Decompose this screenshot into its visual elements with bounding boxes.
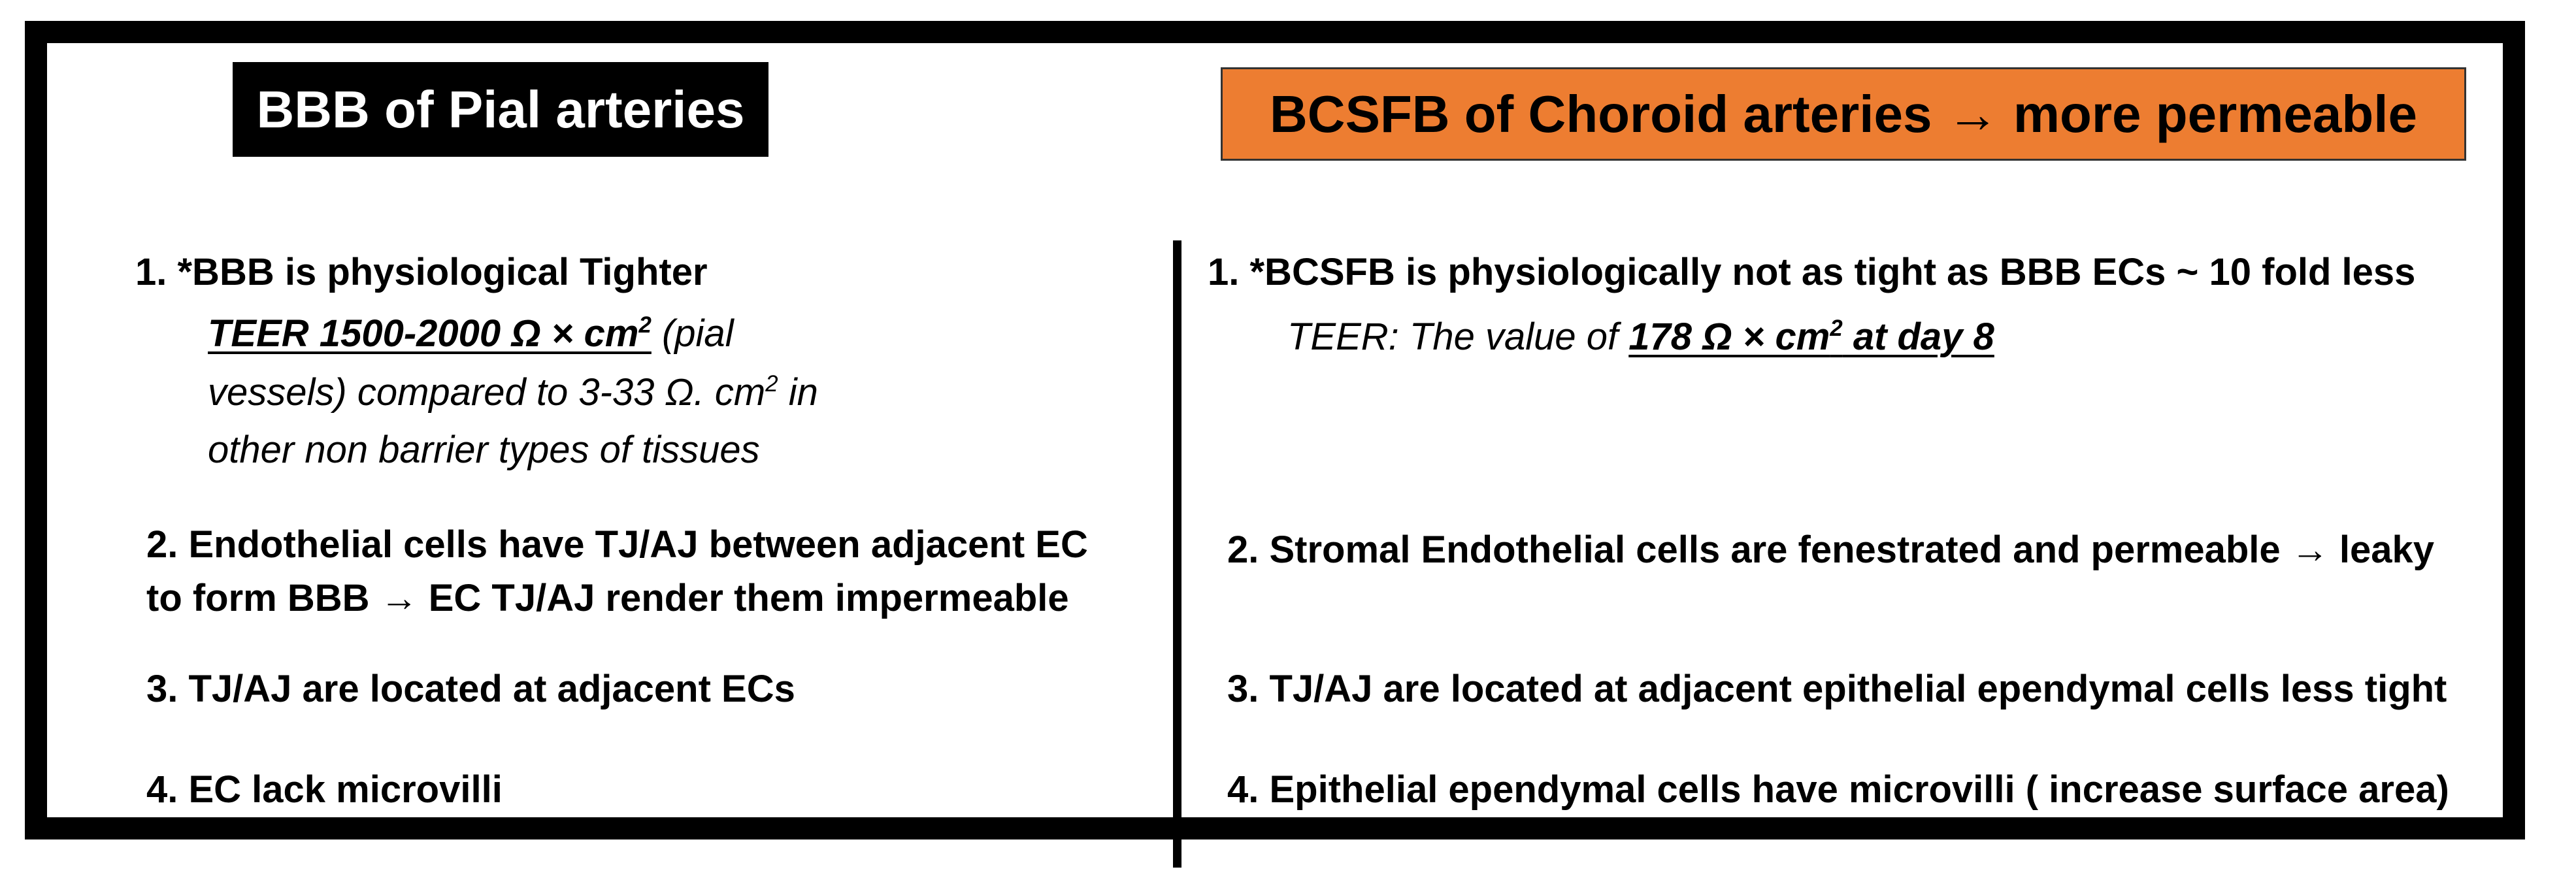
left-title: BBB of Pial arteries <box>233 62 768 157</box>
left-item-1-teer-line: TEER 1500-2000 Ω × cm2 (pial <box>208 312 734 355</box>
column-divider <box>1173 240 1181 868</box>
right-item-3: 3. TJ/AJ are located at adjacent epithel… <box>1227 668 2447 710</box>
right-item-1-heading: 1. *BCSFB is physiologically not as tigh… <box>1208 251 2416 293</box>
right-item-4: 4. Epithelial ependymal cells have micro… <box>1227 768 2449 811</box>
left-item-2-line1: 2. Endothelial cells have TJ/AJ between … <box>146 523 1088 566</box>
slide-frame <box>25 21 2525 839</box>
left-item-2-line2: to form BBB → EC TJ/AJ render them imper… <box>146 577 1069 619</box>
left-item-1-heading: 1. *BBB is physiological Tighter <box>135 251 708 293</box>
right-item-2: 2. Stromal Endothelial cells are fenestr… <box>1227 529 2435 571</box>
left-item-1-line3: other non barrier types of tissues <box>208 429 760 471</box>
right-teer-prefix: TEER: The value of <box>1287 316 1629 358</box>
left-teer-value: TEER 1500-2000 Ω × cm2 <box>208 312 652 355</box>
right-item-1-teer-line: TEER: The value of 178 Ω × cm2 at day 8 <box>1287 316 1994 358</box>
left-teer-after: (pial <box>651 312 734 355</box>
left-item-3: 3. TJ/AJ are located at adjacent ECs <box>146 668 795 710</box>
right-title: BCSFB of Choroid arteries → more permeab… <box>1221 67 2466 161</box>
right-teer-value: 178 Ω × cm2 at day 8 <box>1628 316 1994 358</box>
left-item-4: 4. EC lack microvilli <box>146 768 503 811</box>
left-item-1-line2: vessels) compared to 3-33 Ω. cm2 in <box>208 371 818 414</box>
